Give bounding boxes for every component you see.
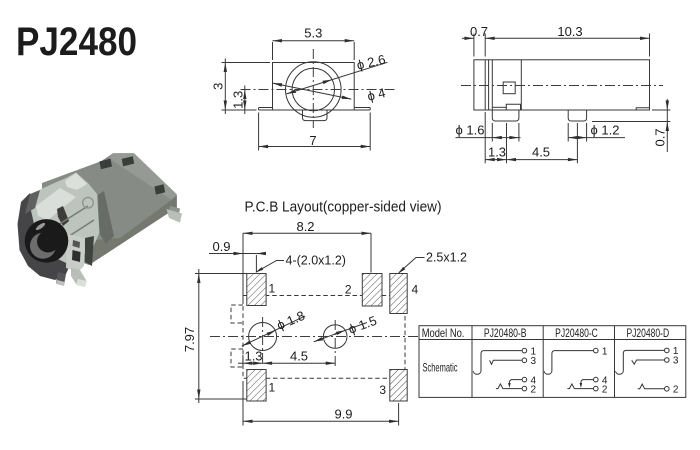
svg-text:2: 2	[602, 384, 608, 395]
svg-text:4: 4	[602, 375, 608, 386]
svg-text:ϕ 2.6: ϕ 2.6	[355, 52, 387, 73]
svg-text:7: 7	[309, 133, 316, 148]
svg-text:1: 1	[269, 282, 276, 296]
svg-text:3: 3	[210, 83, 225, 90]
svg-text:9.9: 9.9	[334, 407, 352, 422]
svg-text:10.3: 10.3	[557, 24, 582, 39]
svg-text:3: 3	[379, 383, 386, 397]
svg-text:1.3: 1.3	[488, 145, 506, 160]
svg-text:3: 3	[531, 356, 537, 367]
svg-text:0.7: 0.7	[653, 128, 668, 146]
svg-text:Model No.: Model No.	[422, 326, 465, 340]
svg-text:2: 2	[345, 283, 352, 297]
svg-text:8.2: 8.2	[296, 219, 314, 234]
svg-text:2.5x1.2: 2.5x1.2	[426, 251, 467, 265]
svg-text:Schematic: Schematic	[423, 360, 458, 374]
svg-text:ϕ 4: ϕ 4	[366, 85, 387, 104]
svg-text:0.9: 0.9	[212, 239, 230, 254]
svg-text:4.5: 4.5	[290, 348, 308, 363]
svg-text:PJ20480-D: PJ20480-D	[626, 326, 669, 340]
svg-text:4.5: 4.5	[532, 145, 550, 160]
svg-text:4: 4	[531, 375, 537, 386]
svg-text:1: 1	[602, 346, 608, 357]
svg-text:5.3: 5.3	[304, 26, 322, 41]
svg-text:PJ20480-C: PJ20480-C	[555, 326, 598, 340]
svg-text:1.3: 1.3	[231, 91, 246, 109]
svg-text:1: 1	[673, 346, 679, 357]
svg-text:3: 3	[673, 356, 679, 367]
svg-text:1: 1	[269, 381, 276, 395]
svg-text:ϕ 1.2: ϕ 1.2	[591, 123, 620, 138]
svg-text:P.C.B Layout(copper-sided view: P.C.B Layout(copper-sided view)	[245, 199, 442, 216]
svg-text:0.7: 0.7	[470, 24, 488, 39]
svg-text:1: 1	[531, 346, 537, 357]
svg-text:2: 2	[531, 384, 537, 395]
svg-text:7.97: 7.97	[182, 327, 197, 352]
svg-text:PJ20480-B: PJ20480-B	[484, 326, 527, 340]
svg-text:4-(2.0x1.2): 4-(2.0x1.2)	[286, 254, 346, 268]
svg-text:ϕ 1.6: ϕ 1.6	[456, 123, 485, 138]
svg-text:PJ2480: PJ2480	[16, 20, 137, 64]
svg-text:2: 2	[673, 385, 679, 396]
svg-text:1.3: 1.3	[244, 348, 262, 363]
svg-text:4: 4	[412, 283, 419, 297]
